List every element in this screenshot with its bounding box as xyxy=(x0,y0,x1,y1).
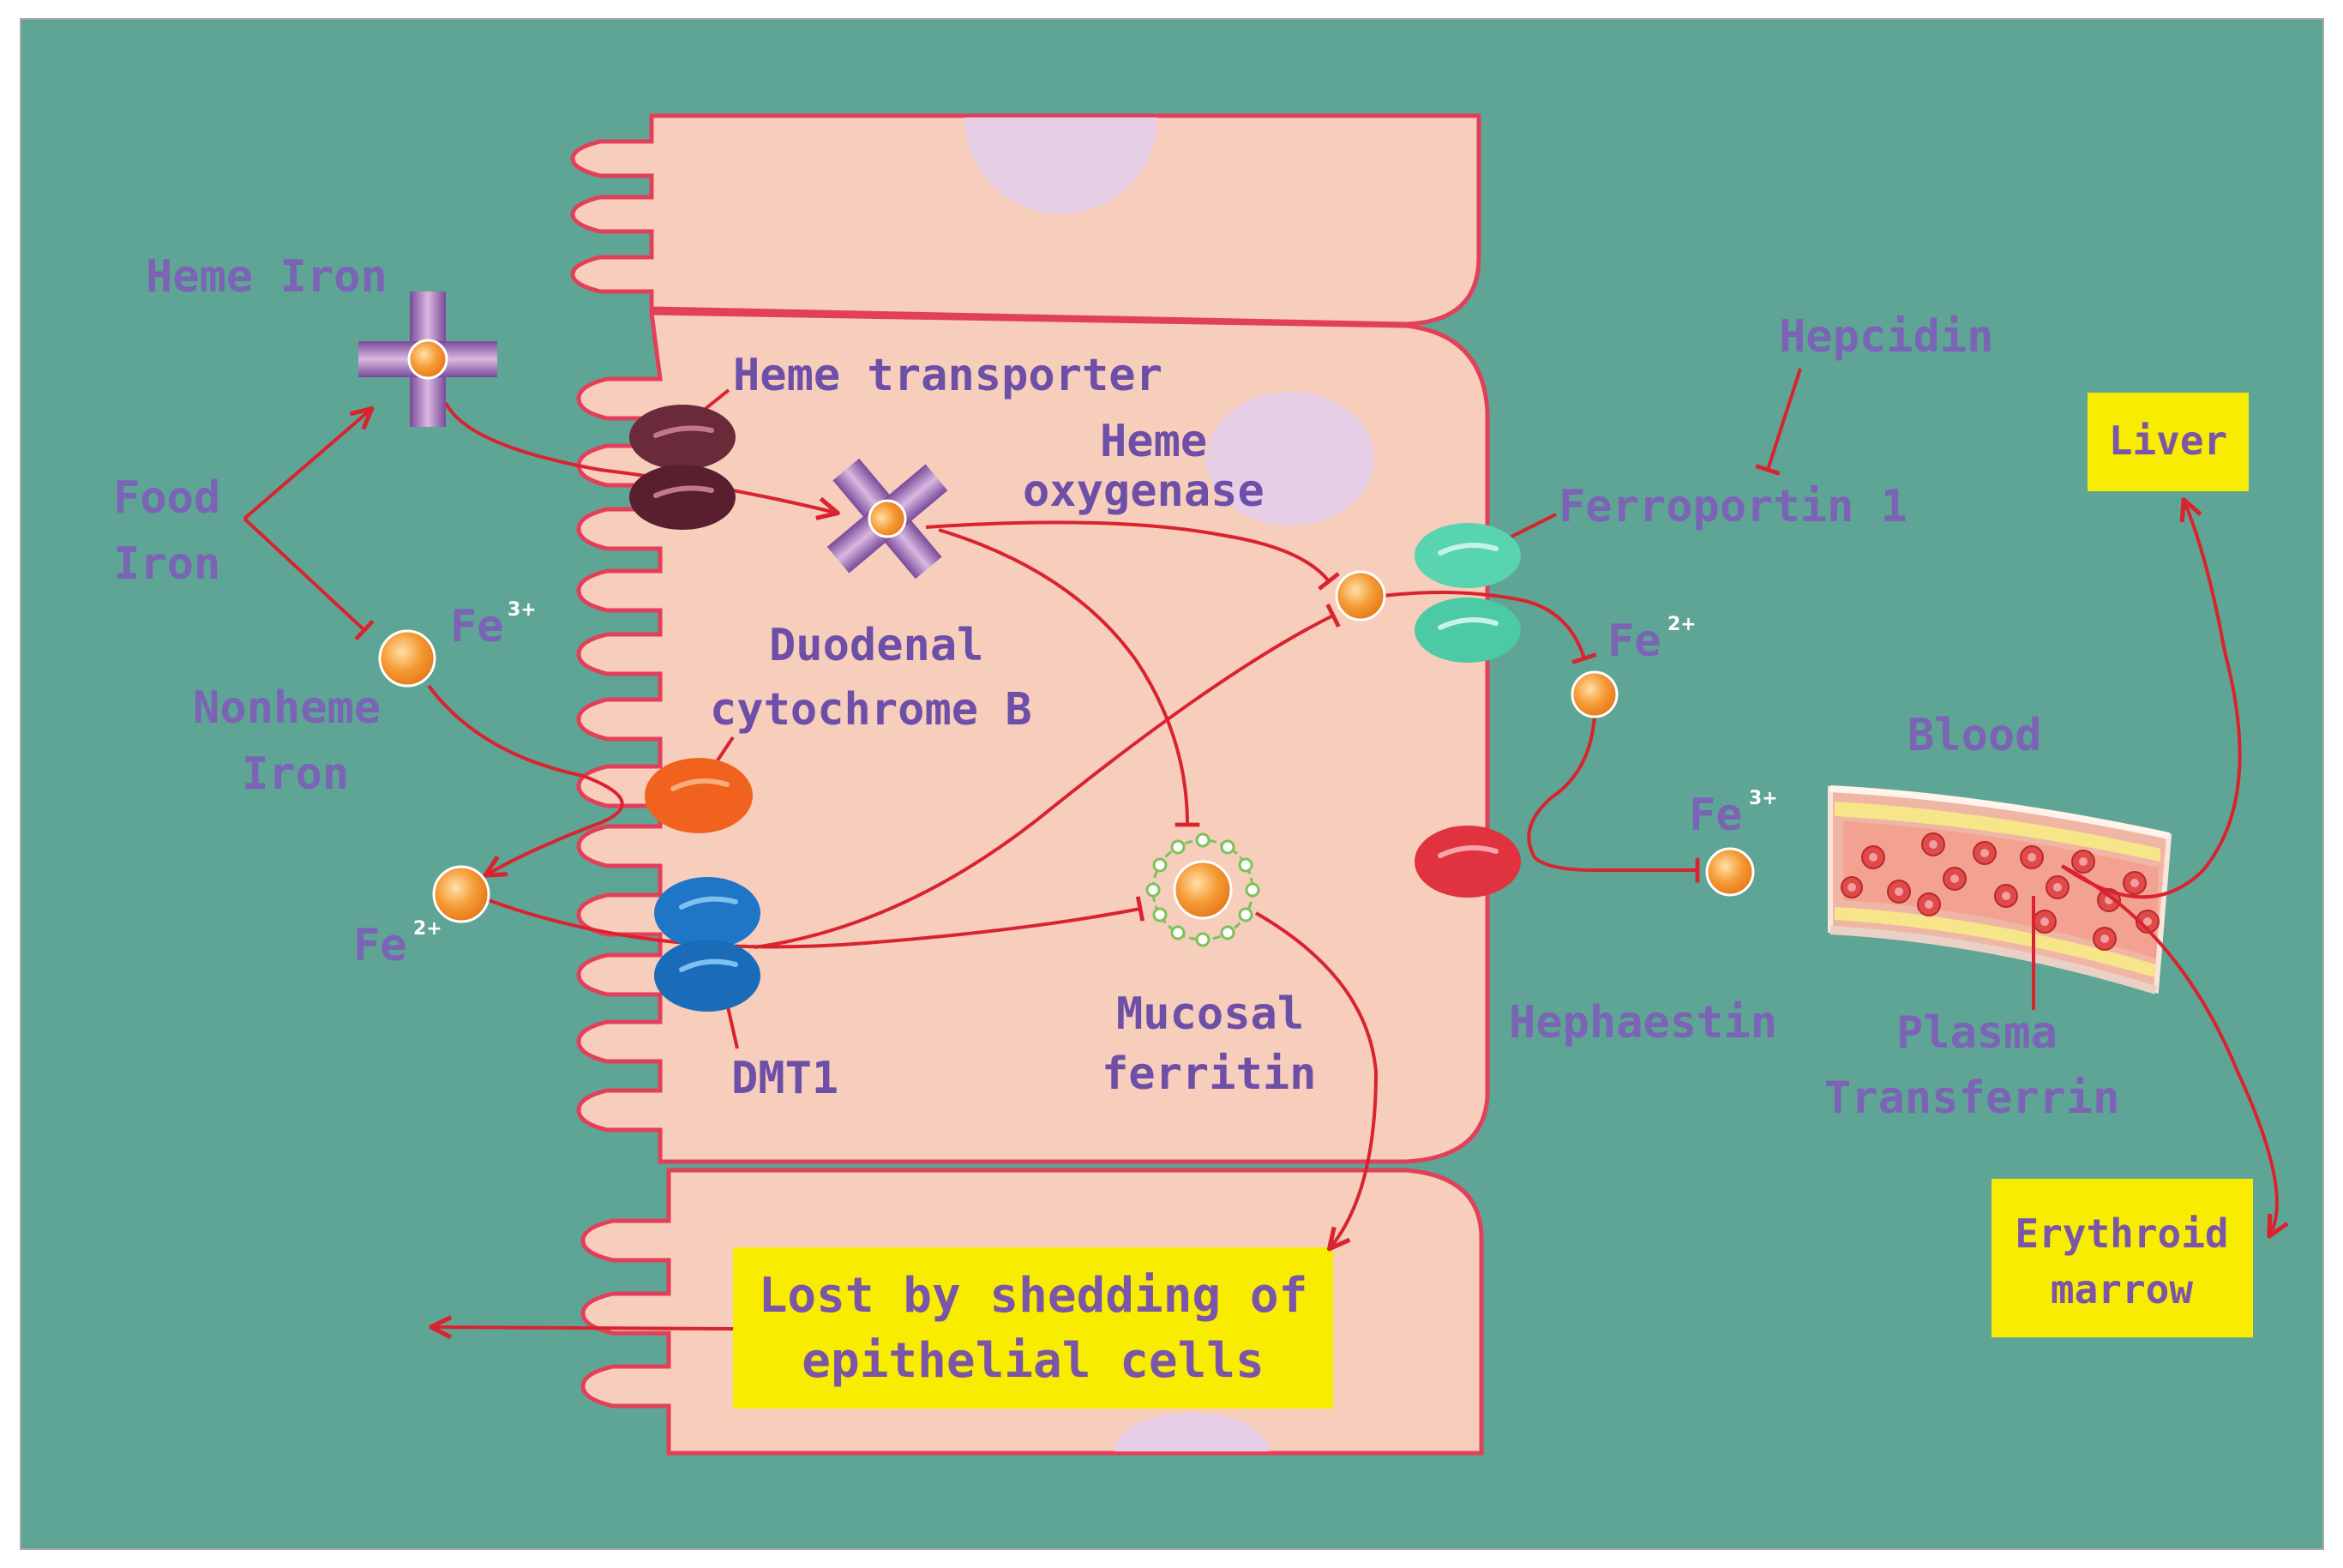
arrow-dmt1-to-ferritin xyxy=(488,896,1145,949)
blood-vessel xyxy=(1828,785,2172,994)
duodenal-cytochrome-b-protein xyxy=(645,758,753,833)
label-fe2-left-sup: 2+ xyxy=(413,918,442,940)
label-heme-iron: Heme Iron xyxy=(146,251,387,303)
label-blood: Blood xyxy=(1907,710,2042,761)
arrow-ferroportin-export xyxy=(1381,591,1597,664)
label-plasma-1: Plasma xyxy=(1896,1007,2058,1059)
label-hepcidin: Hepcidin xyxy=(1779,311,1993,363)
mucosal-ferritin-molecule xyxy=(1145,832,1260,947)
nucleus xyxy=(1206,392,1374,526)
arrow-food-to-fe3 xyxy=(243,517,375,641)
label-erythroid-2: marrow xyxy=(2051,1266,2193,1313)
shedding-box xyxy=(733,1247,1333,1409)
hepcidin-inhibition xyxy=(1755,368,1802,476)
arrow-heme-to-ferritin xyxy=(938,528,1200,827)
heme-iron-molecule xyxy=(358,291,497,427)
label-fe2-right: Fe xyxy=(1607,616,1661,667)
heme-transporter-protein xyxy=(629,405,736,530)
fe2-exported-iron xyxy=(1571,670,1619,718)
fe2-iron-lumen xyxy=(432,865,490,923)
label-erythroid-1: Erythroid xyxy=(2015,1211,2228,1257)
heme-oxygenase-molecule xyxy=(826,458,948,580)
label-liver: Liver xyxy=(2109,418,2227,464)
label-mucosal-ferritin-1: Mucosal xyxy=(1116,988,1304,1040)
enterocyte-top xyxy=(570,113,1481,327)
label-duodenal-1: Duodenal xyxy=(769,620,983,671)
label-fe3-left-sup: 3+ xyxy=(508,599,537,621)
ferroportin-protein xyxy=(1415,523,1521,663)
label-ferroportin: Ferroportin 1 xyxy=(1559,481,1907,532)
arrow-food-to-heme xyxy=(243,410,370,520)
label-fe3-right: Fe xyxy=(1689,790,1743,841)
enterocyte-middle xyxy=(576,310,1490,1164)
leader-ferroportin xyxy=(1504,513,1557,542)
label-heme-oxygenase-2: oxygenase xyxy=(1023,466,1265,517)
arrow-hephaestin-oxidation xyxy=(1527,715,1700,883)
label-fe3-right-sup: 3+ xyxy=(1749,788,1778,809)
dmt1-protein xyxy=(654,877,760,1012)
label-food-iron-2: Iron xyxy=(113,538,220,590)
label-hephaestin: Hephaestin xyxy=(1509,997,1777,1048)
label-fe2-left: Fe xyxy=(353,920,407,971)
label-mucosal-ferritin-2: ferritin xyxy=(1102,1048,1316,1100)
label-duodenal-2: cytochrome B xyxy=(710,684,1032,736)
arrow-dmt1-to-pool xyxy=(754,604,1341,949)
label-dmt1: DMT1 xyxy=(731,1053,838,1104)
iron-pool xyxy=(1335,570,1386,622)
arrow-ferritin-to-shedding xyxy=(1255,911,1379,1247)
arrow-blood-to-liver xyxy=(2060,502,2242,899)
label-heme-transporter: Heme transporter xyxy=(733,350,1162,401)
label-fe2-right-sup: 2+ xyxy=(1667,614,1697,635)
hephaestin-protein xyxy=(1415,826,1521,898)
label-lost-1: Lost by shedding of xyxy=(759,1268,1308,1324)
label-nonheme-2: Iron xyxy=(242,748,349,800)
label-heme-oxygenase-1: Heme xyxy=(1100,416,1207,467)
leader-dmt1 xyxy=(725,1002,739,1049)
pathway-arrows xyxy=(243,368,2277,1329)
arrow-fe3-reduction xyxy=(427,684,624,874)
arrow-heme-into-cell xyxy=(444,402,836,513)
arrow-shedding-out xyxy=(433,1327,734,1329)
fe3-plasma-iron xyxy=(1705,847,1755,897)
arrow-heme-to-pool xyxy=(925,520,1340,591)
labels: Heme Iron Food Iron Fe 3+ Nonheme Iron F… xyxy=(113,251,2229,1389)
nucleus xyxy=(964,117,1157,214)
label-plasma-2: Transferrin xyxy=(1824,1072,2119,1124)
liver-box xyxy=(2088,393,2249,491)
erythroid-marrow-box xyxy=(1992,1179,2253,1337)
leader-duodenal-cytb xyxy=(714,736,735,765)
label-lost-2: epithelial cells xyxy=(802,1333,1264,1389)
fe3-nonheme-iron xyxy=(378,629,436,688)
label-fe3-left: Fe xyxy=(450,601,504,652)
nucleus xyxy=(1114,1413,1269,1451)
arrow-blood-to-marrow xyxy=(2061,864,2277,1235)
label-nonheme-1: Nonheme xyxy=(193,682,381,734)
label-food-iron-1: Food xyxy=(113,472,220,524)
